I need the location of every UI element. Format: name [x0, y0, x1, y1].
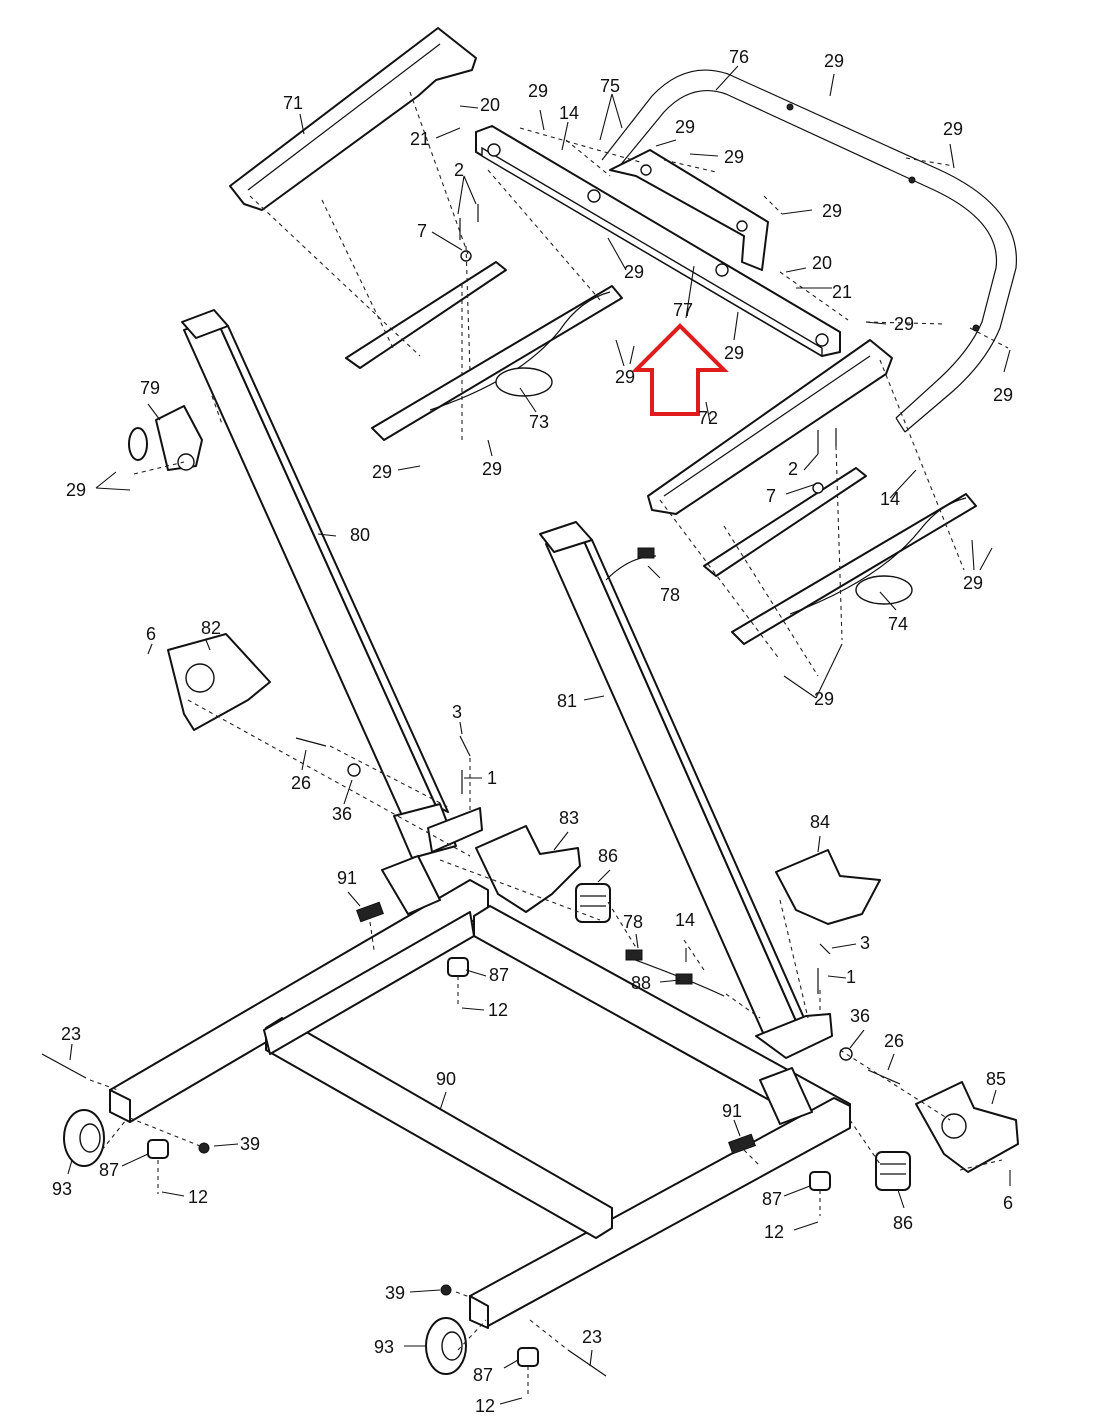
label-29-b: 29	[675, 117, 695, 137]
part-79-axle-roller	[128, 405, 203, 471]
part-80-left-upright	[181, 309, 483, 859]
label-1-right: 1	[846, 967, 856, 987]
part-90-base-frame	[109, 855, 851, 1329]
part-82-left-cover	[167, 633, 271, 731]
label-23-left: 23	[61, 1024, 81, 1044]
label-29-f: 29	[822, 201, 842, 221]
label-12-bottom: 12	[475, 1396, 495, 1416]
label-29-m: 29	[482, 459, 502, 479]
label-74: 74	[888, 614, 908, 634]
label-7-right: 7	[766, 486, 776, 506]
label-75: 75	[600, 76, 620, 96]
label-23-bottom: 23	[582, 1327, 602, 1347]
label-87-bottom: 87	[473, 1365, 493, 1385]
label-78-bottom: 78	[623, 912, 643, 932]
label-39-left: 39	[240, 1134, 260, 1154]
label-93-bottom: 93	[374, 1337, 394, 1357]
part-72-right-handlebar	[647, 339, 893, 515]
label-20-left: 20	[480, 95, 500, 115]
label-29-o: 29	[963, 573, 983, 593]
label-29-d: 29	[824, 51, 844, 71]
label-91-right: 91	[722, 1101, 742, 1121]
part-labels: 71 76 75 77 72 73 74 78 78 79 80 81 82 8…	[52, 47, 1013, 1416]
label-82: 82	[201, 618, 221, 638]
label-29-a: 29	[528, 81, 548, 101]
label-90: 90	[436, 1069, 456, 1089]
label-7-left: 7	[417, 221, 427, 241]
label-73: 73	[529, 412, 549, 432]
label-29-p: 29	[814, 689, 834, 709]
label-93-left: 93	[52, 1179, 72, 1199]
part-74-right-console-bracket	[703, 467, 977, 645]
label-79: 79	[140, 378, 160, 398]
label-2-right: 2	[788, 459, 798, 479]
part-78-wire-harness	[605, 547, 725, 997]
part-83-cover	[475, 825, 581, 913]
leader-lines	[67, 65, 1011, 1405]
label-91-left: 91	[337, 868, 357, 888]
label-76: 76	[729, 47, 749, 67]
label-14-right: 14	[880, 489, 900, 509]
part-81-right-upright	[539, 521, 833, 1059]
part-87-leveling-feet	[147, 957, 831, 1367]
label-39-bottom: 39	[385, 1283, 405, 1303]
label-20-right: 20	[812, 253, 832, 273]
assembly-dashed-lines	[89, 91, 1009, 1396]
label-3-left: 3	[452, 702, 462, 722]
label-26-right: 26	[884, 1031, 904, 1051]
label-72: 72	[698, 408, 718, 428]
label-2-left: 2	[454, 160, 464, 180]
label-78-top: 78	[660, 585, 680, 605]
label-12-left: 12	[188, 1187, 208, 1207]
label-12-right: 12	[764, 1222, 784, 1242]
label-29-g: 29	[624, 262, 644, 282]
label-86-bottom: 86	[893, 1213, 913, 1233]
part-76-handrail-tube	[601, 69, 1017, 433]
part-73-left-console-bracket	[345, 261, 623, 441]
part-71-left-handlebar	[229, 27, 477, 211]
label-29-i: 29	[724, 343, 744, 363]
label-29-k: 29	[993, 385, 1013, 405]
label-14-bottom: 14	[675, 910, 695, 930]
part-85-right-cover	[915, 1081, 1019, 1173]
label-84: 84	[810, 812, 830, 832]
label-80: 80	[350, 525, 370, 545]
label-81: 81	[557, 691, 577, 711]
label-29-n: 29	[66, 480, 86, 500]
label-12-center: 12	[488, 1000, 508, 1020]
part-86-foam-pads	[575, 883, 911, 1191]
label-87-right: 87	[762, 1189, 782, 1209]
highlight-arrow	[631, 323, 729, 416]
label-21-right: 21	[832, 282, 852, 302]
label-71: 71	[283, 93, 303, 113]
label-29-c: 29	[724, 147, 744, 167]
label-6-right: 6	[1003, 1193, 1013, 1213]
label-77: 77	[673, 300, 693, 320]
label-87-center: 87	[489, 965, 509, 985]
label-88: 88	[631, 973, 651, 993]
label-36-left: 36	[332, 804, 352, 824]
label-86-top: 86	[598, 846, 618, 866]
hardware-bolts	[41, 204, 901, 1377]
label-83: 83	[559, 808, 579, 828]
label-29-h: 29	[894, 314, 914, 334]
label-26-left: 26	[291, 773, 311, 793]
label-85: 85	[986, 1069, 1006, 1089]
label-36-right: 36	[850, 1006, 870, 1026]
label-3-right: 3	[860, 933, 870, 953]
label-21-left: 21	[410, 129, 430, 149]
label-14-top: 14	[559, 103, 579, 123]
label-29-e: 29	[943, 119, 963, 139]
label-29-l: 29	[372, 462, 392, 482]
part-93-wheels	[63, 1109, 467, 1375]
label-29-j: 29	[615, 367, 635, 387]
label-6-left: 6	[146, 624, 156, 644]
label-1-left: 1	[487, 768, 497, 788]
part-84-cover	[775, 849, 881, 925]
label-87-left: 87	[99, 1160, 119, 1180]
part-77-crossbar	[475, 125, 841, 358]
